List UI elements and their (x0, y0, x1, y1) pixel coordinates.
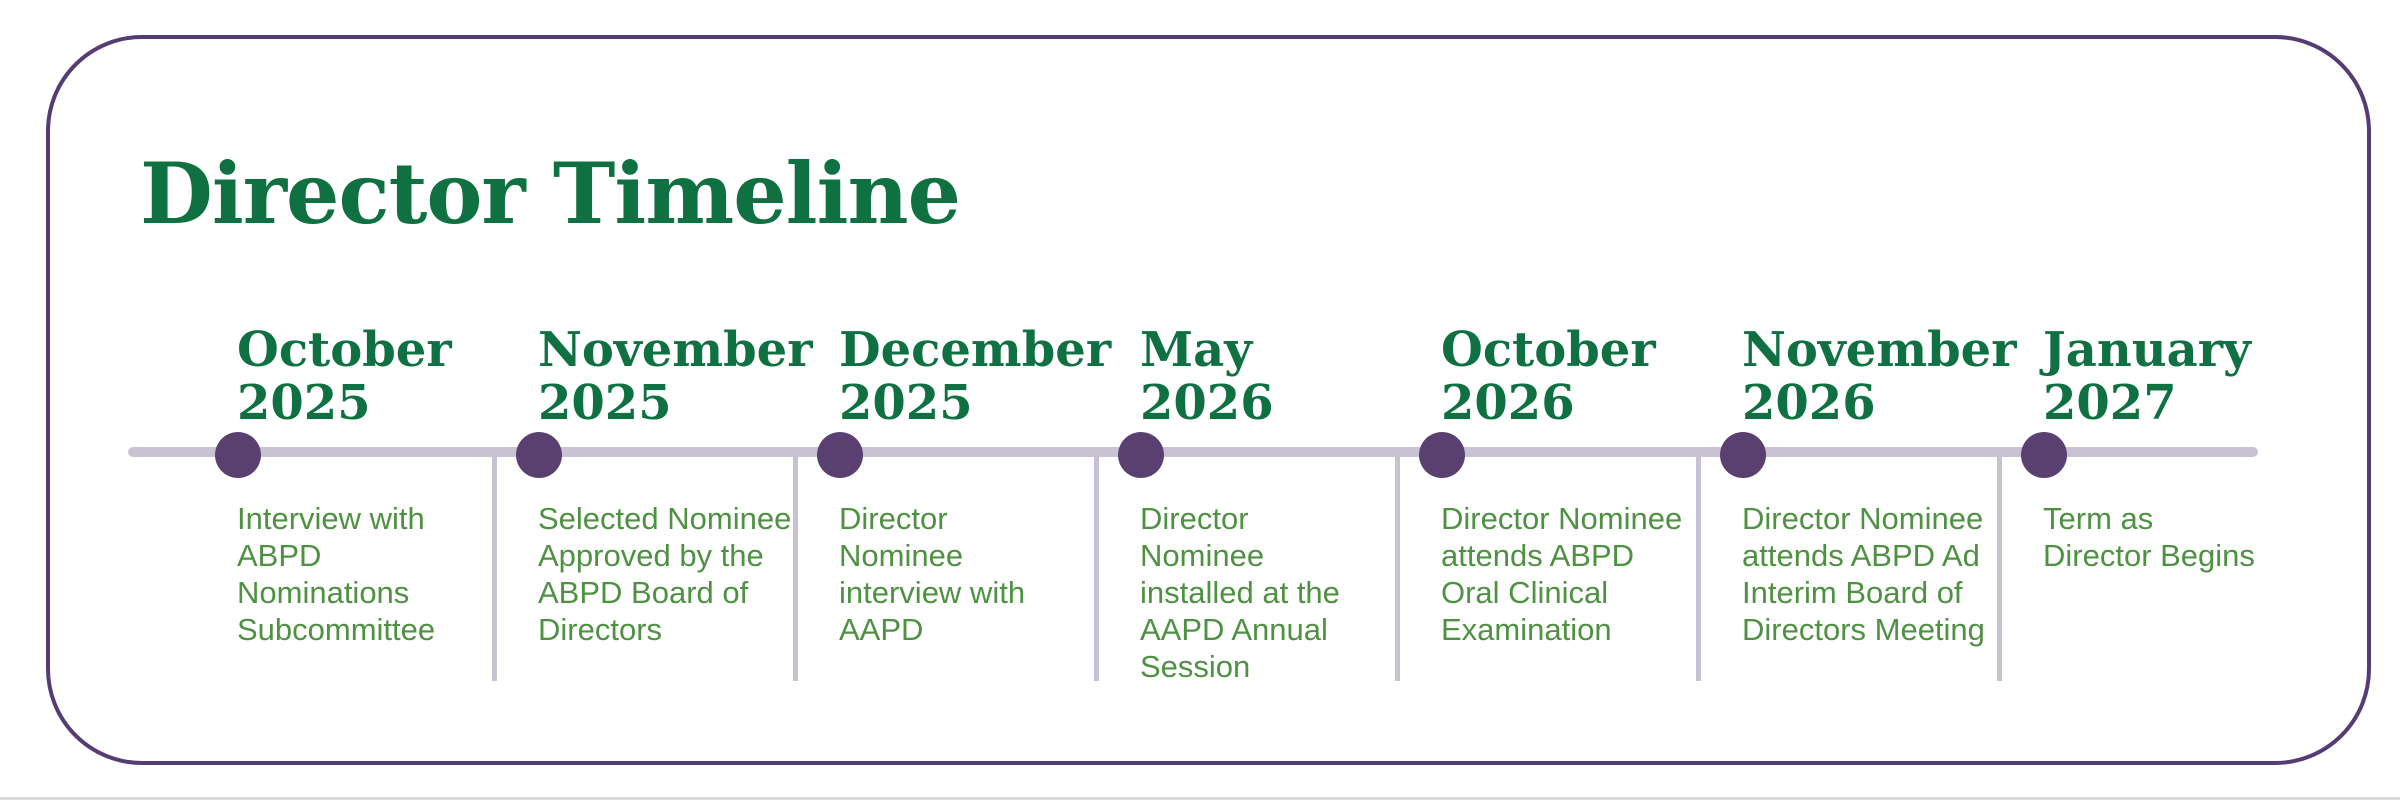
milestone-date: December 2025 (839, 322, 1112, 447)
column-divider (793, 457, 798, 681)
milestone-year: 2026 (1441, 375, 1575, 431)
milestone-year: 2027 (2043, 375, 2177, 431)
timeline-dot (1720, 432, 1766, 478)
timeline-dot (2021, 432, 2067, 478)
column-divider (492, 457, 497, 681)
milestone-description: Director Nominee attends ABPD Oral Clini… (1441, 501, 1683, 647)
milestone-month: December (839, 322, 1112, 378)
milestone-date: May 2026 (1140, 324, 1397, 447)
timeline-milestone: October 2026 Director Nominee attends AB… (1395, 318, 1698, 681)
timeline-dot (215, 432, 261, 478)
timeline-dot (817, 432, 863, 478)
milestone-description: Term as Director Begins (2043, 501, 2255, 573)
milestone-year: 2026 (1742, 375, 1876, 431)
milestone-year: 2025 (237, 375, 371, 431)
milestone-date: November 2026 (1742, 322, 2017, 447)
milestone-description: Interview with ABPD Nominations Subcommi… (237, 501, 436, 647)
column-divider (1395, 457, 1400, 681)
milestone-date: October 2025 (237, 324, 494, 447)
milestone-year: 2026 (1140, 375, 1274, 431)
milestone-month: October (1441, 322, 1656, 378)
timeline-milestone: May 2026 Director Nominee installed at t… (1094, 318, 1397, 685)
timeline-dot (516, 432, 562, 478)
timeline-dot (1419, 432, 1465, 478)
milestone-description: Director Nominee interview with AAPD (839, 501, 1026, 647)
timeline-bar (128, 447, 2258, 457)
milestone-month: May (1140, 322, 1253, 378)
milestone-description: Selected Nominee Approved by the ABPD Bo… (538, 501, 792, 647)
milestone-month: October (237, 322, 452, 378)
timeline-milestone: October 2025 Interview with ABPD Nominat… (193, 318, 494, 648)
milestone-month: January (2043, 322, 2251, 378)
milestone-month: November (1742, 322, 2017, 378)
milestone-year: 2025 (839, 375, 973, 431)
column-divider (1696, 457, 1701, 681)
milestone-month: November (538, 322, 813, 378)
milestone-date: January 2027 (2043, 324, 2300, 447)
rounded-border-frame (46, 35, 2371, 765)
milestone-description: Director Nominee attends ABPD Ad Interim… (1742, 501, 1985, 647)
page-bottom-edge (0, 797, 2400, 800)
timeline-dot (1118, 432, 1164, 478)
column-divider (1997, 457, 2002, 681)
page-title: Director Timeline (140, 144, 961, 243)
column-divider (1094, 457, 1099, 681)
milestone-year: 2025 (538, 375, 672, 431)
timeline-milestone: January 2027 Term as Director Begins (1997, 318, 2300, 681)
milestone-description: Director Nominee installed at the AAPD A… (1140, 501, 1340, 684)
timeline-milestone: November 2026 Director Nominee attends A… (1696, 318, 2017, 681)
milestone-date: October 2026 (1441, 324, 1698, 447)
milestone-date: November 2025 (538, 322, 813, 447)
timeline-milestone: December 2025 Director Nominee interview… (793, 318, 1112, 681)
timeline-milestone: November 2025 Selected Nominee Approved … (492, 318, 813, 681)
timeline-columns: October 2025 Interview with ABPD Nominat… (193, 318, 2300, 685)
